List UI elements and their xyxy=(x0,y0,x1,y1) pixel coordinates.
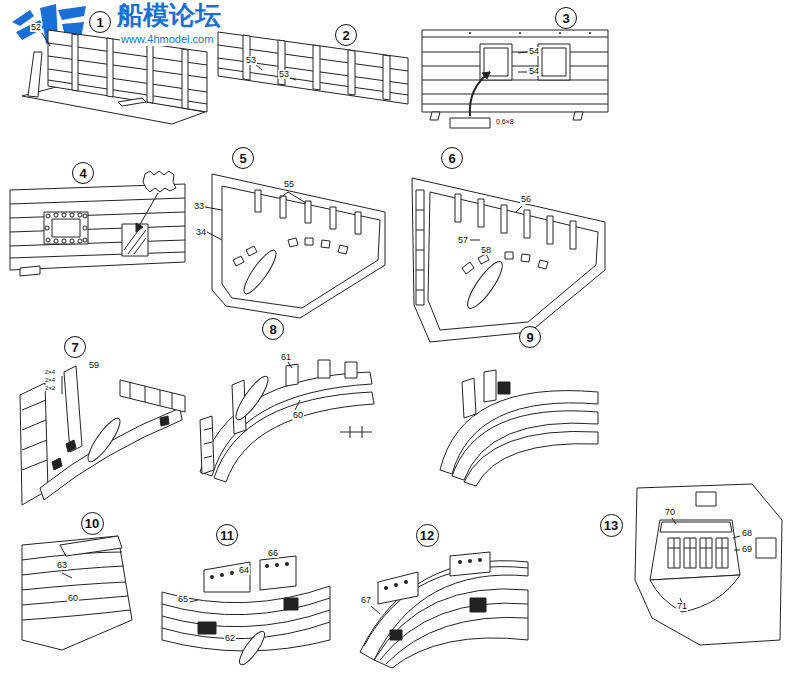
step-circle: 4 xyxy=(72,162,94,184)
step-number: 1 xyxy=(96,16,103,29)
callout-number: 54 xyxy=(528,47,540,56)
callout-number: 56 xyxy=(520,195,532,204)
callout-number: 61 xyxy=(280,353,292,362)
callout-number: 33 xyxy=(193,202,205,211)
callout-number: 34 xyxy=(195,228,207,237)
step-circle: 8 xyxy=(262,318,284,340)
callout-number: 69 xyxy=(741,545,753,554)
step-number: 7 xyxy=(71,341,78,354)
step-circle: 2 xyxy=(335,24,357,46)
step-circle: 3 xyxy=(555,7,577,29)
watermark: 船模论坛 xyxy=(116,2,222,29)
watermark: www.4hmodel.com xyxy=(120,34,214,46)
callout-number: 66 xyxy=(267,549,279,558)
callout-number: 52 xyxy=(30,23,42,32)
callout-number: 55 xyxy=(283,180,295,189)
dimension: 2×2 xyxy=(44,385,56,391)
step-number: 13 xyxy=(604,519,618,532)
callout-number: 63 xyxy=(56,561,68,570)
callout-number: 65 xyxy=(177,595,189,604)
step-circle: 7 xyxy=(64,336,86,358)
callout-number: 53 xyxy=(245,56,257,65)
step-circle: 13 xyxy=(600,514,623,537)
callout-number: 62 xyxy=(224,634,236,643)
step-circle: 5 xyxy=(232,147,254,169)
step-circle: 11 xyxy=(216,524,238,546)
dimension: 2×4 xyxy=(44,369,56,375)
step-circle: 6 xyxy=(441,147,463,169)
callout-number: 67 xyxy=(360,596,372,605)
callout-number: 64 xyxy=(238,566,250,575)
dimension: 2×4 xyxy=(44,377,56,383)
callout-number: 71 xyxy=(676,602,688,611)
step-number: 3 xyxy=(562,12,569,25)
step-circle: 10 xyxy=(81,512,104,535)
step-number: 4 xyxy=(79,167,86,180)
callout-number: 57 xyxy=(457,236,469,245)
step-number: 2 xyxy=(342,29,349,42)
step-number: 11 xyxy=(220,529,234,542)
step-circle: 12 xyxy=(416,524,439,547)
step-circle: 1 xyxy=(89,11,111,33)
callout-number: 58 xyxy=(480,246,492,255)
step-number: 10 xyxy=(85,517,99,530)
callout-number: 53 xyxy=(278,70,290,79)
callout-number: 54 xyxy=(528,67,540,76)
callout-number: 60 xyxy=(67,594,79,603)
callout-number: 70 xyxy=(664,508,676,517)
callout-number: 68 xyxy=(741,529,753,538)
step-number: 5 xyxy=(239,152,246,165)
callout-number: 59 xyxy=(88,361,100,370)
step-number: 8 xyxy=(269,323,276,336)
dimension: 0,6×8 xyxy=(495,118,515,125)
step-number: 12 xyxy=(420,529,434,542)
callout-number: 60 xyxy=(292,411,304,420)
step-number: 9 xyxy=(526,331,533,344)
step-number: 6 xyxy=(448,152,455,165)
step-circle: 9 xyxy=(519,326,541,348)
